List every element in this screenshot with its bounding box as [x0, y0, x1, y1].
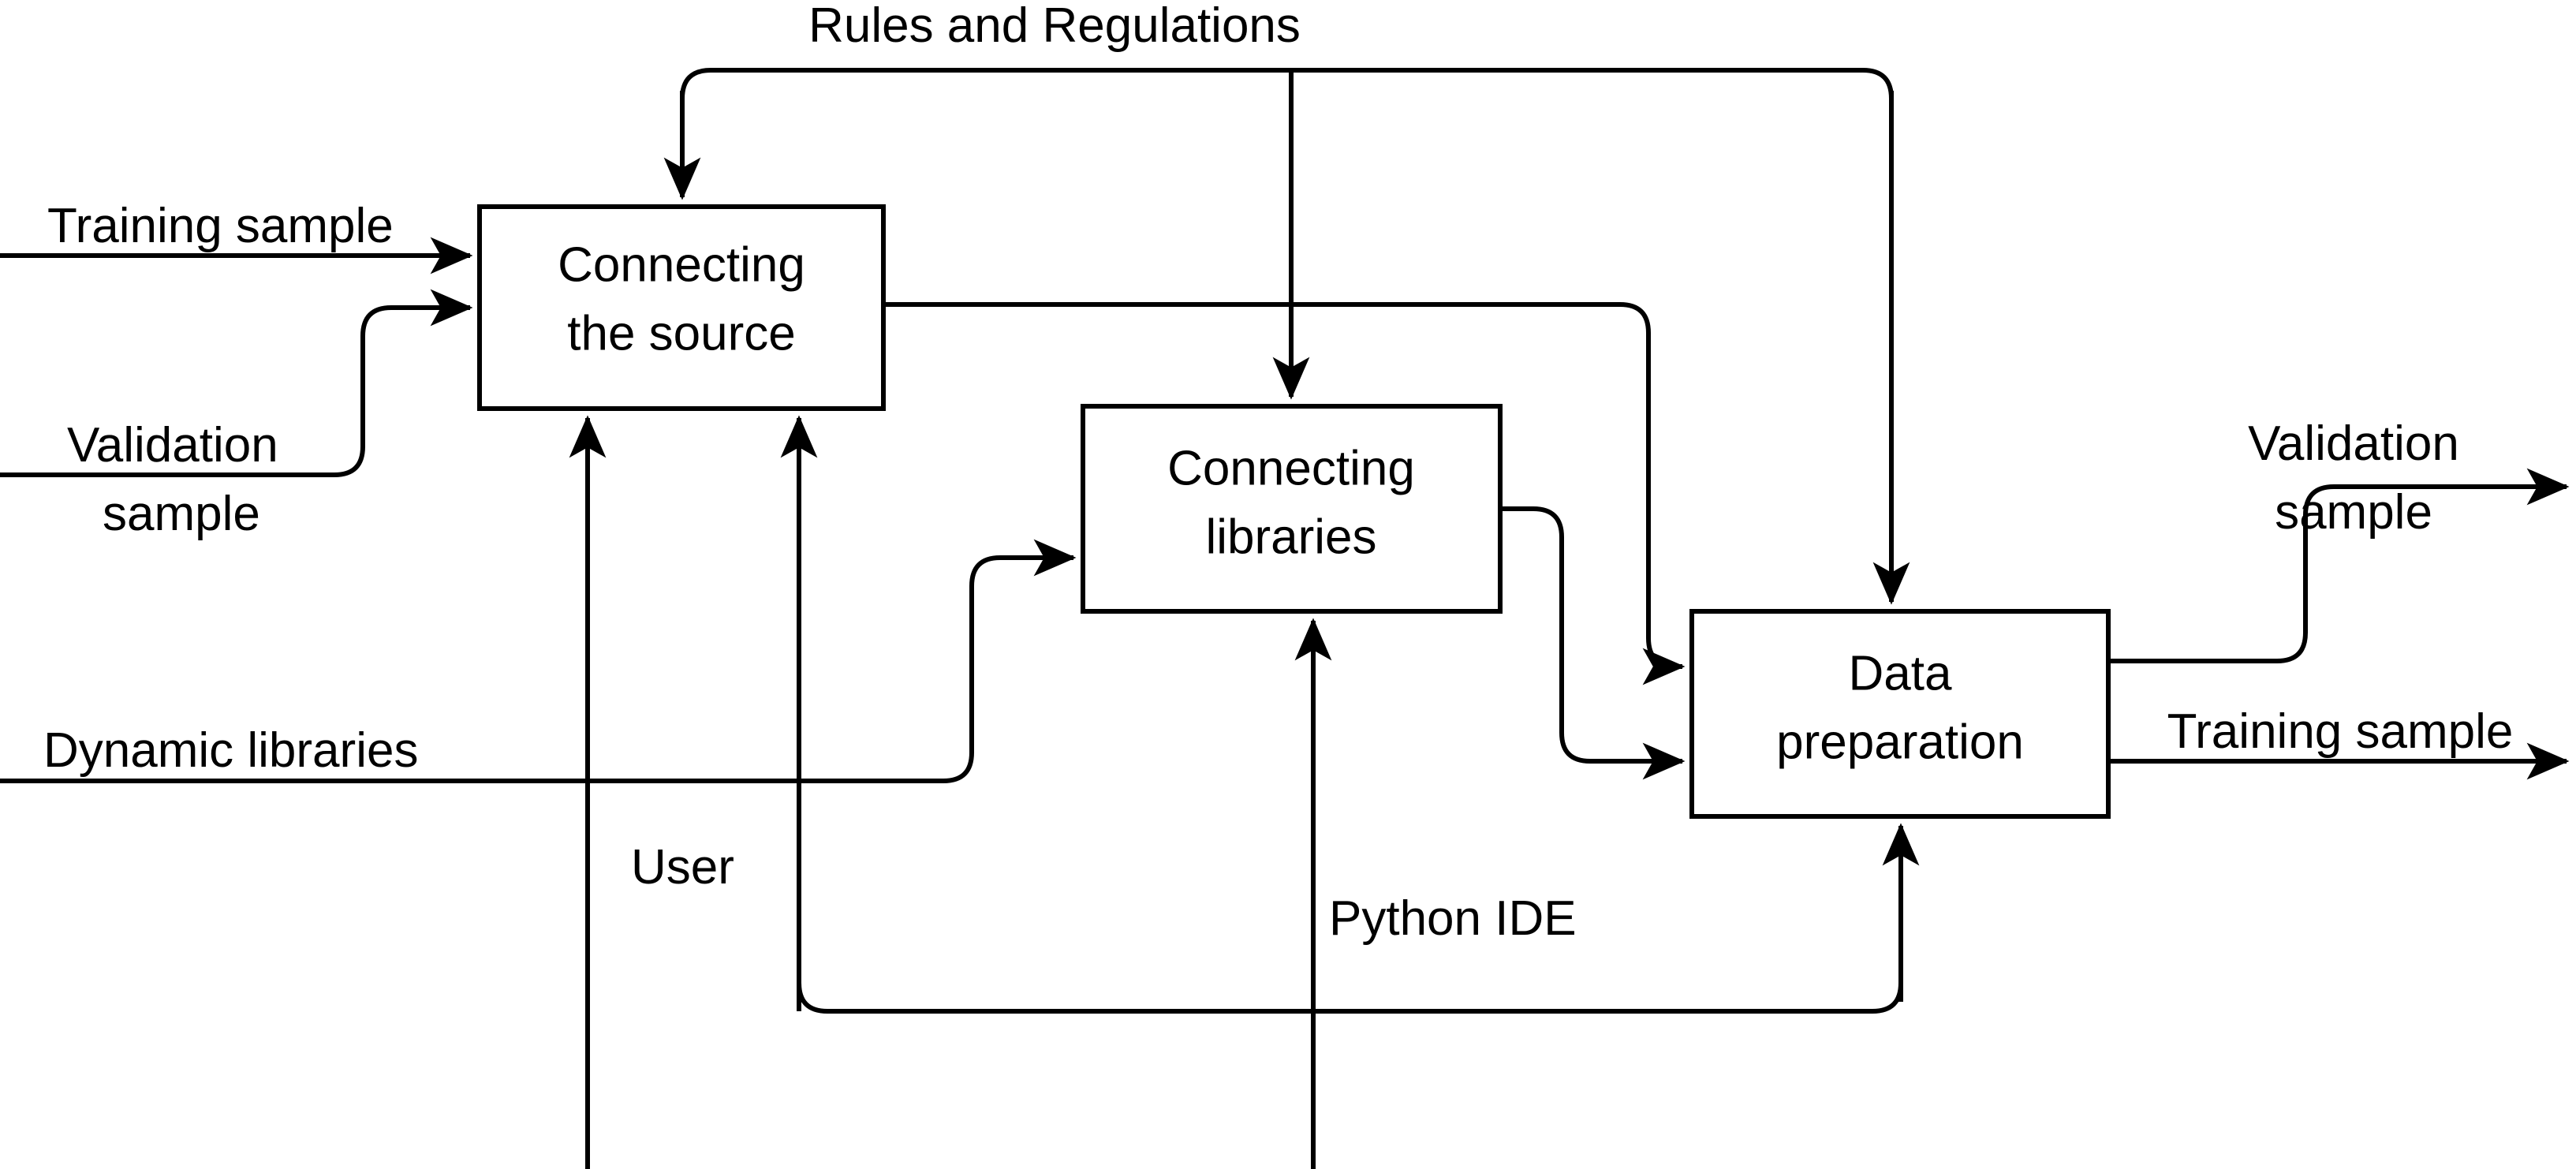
activity-rect-connecting-the-source[interactable]	[477, 204, 886, 411]
output-arrow-validation-sample	[2108, 468, 2570, 663]
flow-connecting-the-source-to-data-preparation	[883, 302, 1686, 685]
label-rules-and-regulations: Rules and Regulations	[808, 0, 1301, 53]
activity-label-connecting-libraries-line2: libraries	[1205, 510, 1376, 564]
control-bus-rules-regulations	[680, 68, 1894, 99]
activity-label-data-preparation-line2: preparation	[1776, 715, 2024, 769]
activity-label-connecting-the-source-line2: the source	[567, 306, 796, 360]
input-arrow-dynamic-libraries	[0, 539, 1077, 783]
label-input-training-sample: Training sample	[47, 199, 394, 253]
input-arrow-validation-sample	[0, 289, 473, 477]
label-input-validation-sample-line2: sample	[103, 487, 260, 541]
label-mechanism-python-ide: Python IDE	[1329, 891, 1577, 946]
activity-box-connecting-the-source[interactable]: Connecting the source	[477, 204, 886, 411]
mechanism-bus-python-ide-bottom	[797, 982, 1903, 1014]
flow-connecting-libraries-to-data-preparation	[1500, 506, 1686, 780]
label-input-validation-sample-line1: Validation	[67, 418, 278, 472]
activity-label-connecting-the-source-line1: Connecting	[558, 237, 805, 292]
activity-rect-connecting-libraries[interactable]	[1081, 404, 1503, 614]
activity-label-data-preparation-line1: Data	[1849, 646, 1952, 700]
activity-box-data-preparation[interactable]: Data preparation	[1689, 609, 2111, 819]
activity-label-connecting-libraries-line1: Connecting	[1167, 441, 1415, 495]
activity-box-connecting-libraries[interactable]: Connecting libraries	[1081, 404, 1503, 614]
label-output-validation-sample-line2: sample	[2275, 485, 2432, 540]
label-input-dynamic-libraries: Dynamic libraries	[43, 723, 418, 778]
activity-rect-data-preparation[interactable]	[1689, 609, 2111, 819]
label-mechanism-user: User	[631, 840, 734, 894]
label-output-training-sample: Training sample	[2167, 704, 2514, 759]
label-output-validation-sample-line1: Validation	[2248, 416, 2459, 471]
